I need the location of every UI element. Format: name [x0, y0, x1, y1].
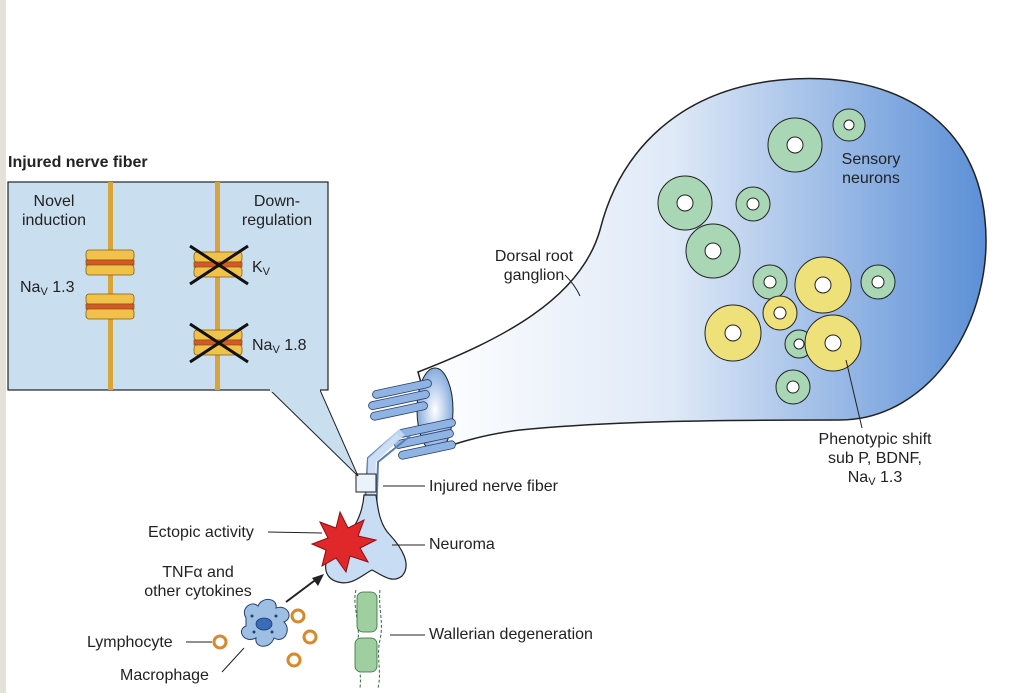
nav18-channel-crossed: [189, 322, 249, 364]
lymphocyte-label: Lymphocyte: [87, 634, 173, 651]
leader-lines: [186, 274, 863, 673]
cytokines-label: TNFα and other cytokines: [144, 564, 252, 600]
nav13-channel-lower: [85, 293, 135, 320]
kv-channel-crossed: [189, 244, 249, 286]
sensory-neurons-label: Sensory neurons: [841, 151, 901, 187]
page-edge: [0, 0, 6, 693]
ectopic-activity-label: Ectopic activity: [148, 524, 254, 541]
kv-label: KV: [252, 259, 271, 278]
sensory-neurons: [657, 108, 896, 405]
panel-title: Injured nerve fiber: [8, 154, 148, 171]
nav13-label: NaV 1.3: [20, 279, 75, 298]
injured-fiber-panel: [7, 181, 329, 391]
nav13-channel-upper: [85, 249, 135, 276]
nav18-label: NaV 1.8: [252, 337, 307, 356]
down-regulation-label: Down- regulation: [241, 193, 313, 229]
wallerian-degeneration-label: Wallerian degeneration: [429, 626, 593, 643]
panel-callout: [268, 389, 359, 477]
axon-right: [215, 182, 220, 390]
dorsal-root-ganglion-label: Dorsal root ganglion: [494, 248, 574, 284]
novel-induction-label: Novel induction: [21, 193, 87, 229]
phenotypic-shift-label: Phenotypic shift sub P, BDNF, NaV 1.3: [818, 431, 932, 488]
ectopic-activity-burst: [310, 510, 378, 574]
axon-left: [108, 182, 113, 390]
wallerian-segments: [354, 591, 378, 673]
cytokine-arrow: [285, 577, 319, 603]
macrophage-label: Macrophage: [120, 667, 209, 684]
injury-site-box: [355, 473, 377, 493]
injured-nerve-fiber-label: Injured nerve fiber: [429, 478, 558, 495]
lymphocytes: [212, 608, 318, 668]
neuroma-label: Neuroma: [429, 536, 495, 553]
